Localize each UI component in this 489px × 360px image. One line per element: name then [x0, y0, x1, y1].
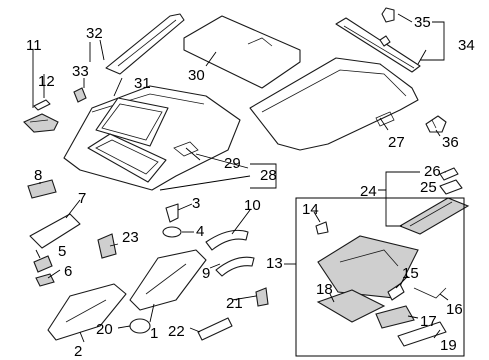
callout-13: 13	[266, 255, 283, 272]
part-9-grab-handle	[215, 256, 255, 277]
callout-32: 32	[86, 25, 103, 42]
callout-2: 2	[74, 343, 82, 360]
callout-12: 12	[38, 73, 55, 90]
callout-22: 22	[168, 323, 185, 340]
callout-9: 9	[202, 265, 210, 282]
callout-4: 4	[196, 223, 204, 240]
part-2-sun-visor	[47, 283, 127, 341]
part-11-dome-lamp	[23, 113, 59, 133]
part-4-cap	[162, 226, 182, 238]
part-32-trim-strip	[105, 13, 185, 75]
part-16-wire	[413, 287, 447, 299]
part-5-clip	[33, 255, 53, 273]
part-27-headliner	[249, 57, 419, 151]
part-12-bulb	[33, 99, 51, 111]
callout-23: 23	[122, 229, 139, 246]
callout-7: 7	[78, 190, 86, 207]
part-18-lens	[316, 289, 386, 323]
part-30-headliner-pad	[183, 15, 301, 89]
callout-1: 1	[150, 325, 158, 342]
part-33-lens	[73, 87, 87, 103]
callout-30: 30	[188, 67, 205, 84]
callout-35: 35	[414, 14, 431, 31]
part-34-roof-rail	[335, 17, 421, 73]
callout-33: 33	[72, 63, 89, 80]
callout-19: 19	[440, 337, 457, 354]
callout-21: 21	[226, 295, 243, 312]
part-15-bulb	[387, 283, 405, 301]
part-1-sun-visor	[129, 249, 207, 311]
callout-27: 27	[388, 134, 405, 151]
callout-15: 15	[402, 265, 419, 282]
callout-14: 14	[302, 201, 319, 218]
part-26-bulb	[439, 167, 459, 181]
part-14-bulb	[315, 221, 329, 235]
callout-16: 16	[446, 301, 463, 318]
callout-11: 11	[26, 37, 42, 54]
callout-26: 26	[424, 163, 441, 180]
callout-36: 36	[442, 134, 459, 151]
callout-20: 20	[96, 321, 113, 338]
part-10-grab-handle	[205, 229, 249, 251]
part-7-visor-insert	[29, 213, 81, 249]
part-31-headliner	[63, 85, 241, 191]
callout-10: 10	[244, 197, 261, 214]
callout-24: 24	[360, 183, 377, 200]
part-23-bracket	[97, 233, 117, 259]
callout-6: 6	[64, 263, 72, 280]
part-22-bracket	[197, 317, 233, 341]
part-20-base	[129, 318, 151, 334]
callout-5: 5	[58, 243, 66, 260]
callout-18: 18	[316, 281, 333, 298]
callout-8: 8	[34, 167, 42, 184]
callout-3: 3	[192, 195, 200, 212]
part-19-cover	[397, 321, 447, 347]
part-8-switch	[27, 179, 57, 199]
inset-box	[295, 197, 465, 357]
part-21-connector	[255, 287, 269, 307]
part-13-console	[317, 235, 419, 299]
part-24-map-lamp	[398, 197, 470, 235]
part-36-bracket	[425, 115, 447, 133]
part-25-lens	[439, 179, 463, 195]
callout-34: 34	[458, 37, 475, 54]
part-17-panel	[375, 305, 415, 329]
leader-lines	[32, 13, 449, 343]
part-35-clip	[381, 7, 395, 23]
callout-labels: 11 12 32 33 31 30 29 28 27 35 34 36 8 7 …	[26, 14, 475, 360]
callout-17: 17	[420, 313, 437, 330]
callout-31: 31	[134, 75, 151, 92]
callout-28: 28	[260, 167, 277, 184]
callout-29: 29	[224, 155, 241, 172]
part-3-hook	[165, 203, 179, 223]
callout-25: 25	[420, 179, 437, 196]
